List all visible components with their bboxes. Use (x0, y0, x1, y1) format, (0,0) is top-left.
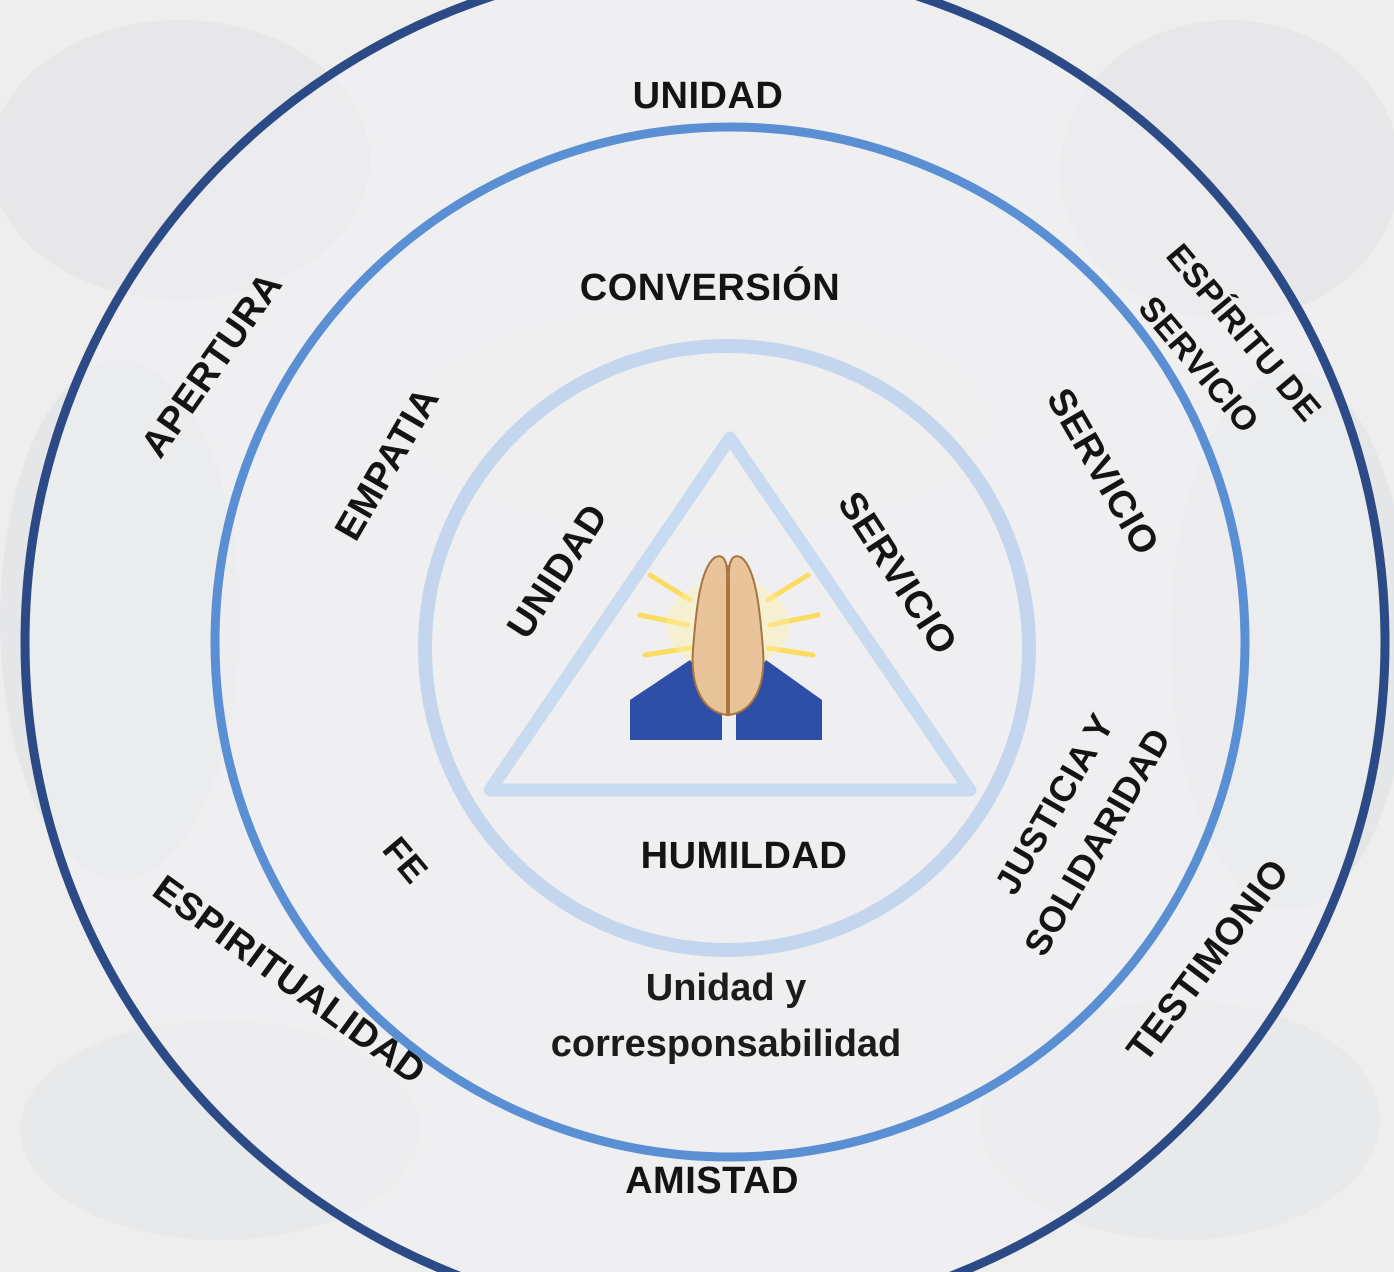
inner-label-bottom: HUMILDAD (641, 835, 848, 877)
praying-hands-icon (630, 555, 822, 740)
triangle (483, 431, 977, 797)
outer-label-bottom: AMISTAD (625, 1160, 799, 1202)
middle-label-top: CONVERSIÓN (580, 265, 840, 309)
outer-label-top: UNIDAD (633, 75, 784, 117)
middle-label-bottom-line1: Unidad y (646, 967, 806, 1009)
middle-label-bottom-line2: corresponsabilidad (551, 1023, 902, 1065)
